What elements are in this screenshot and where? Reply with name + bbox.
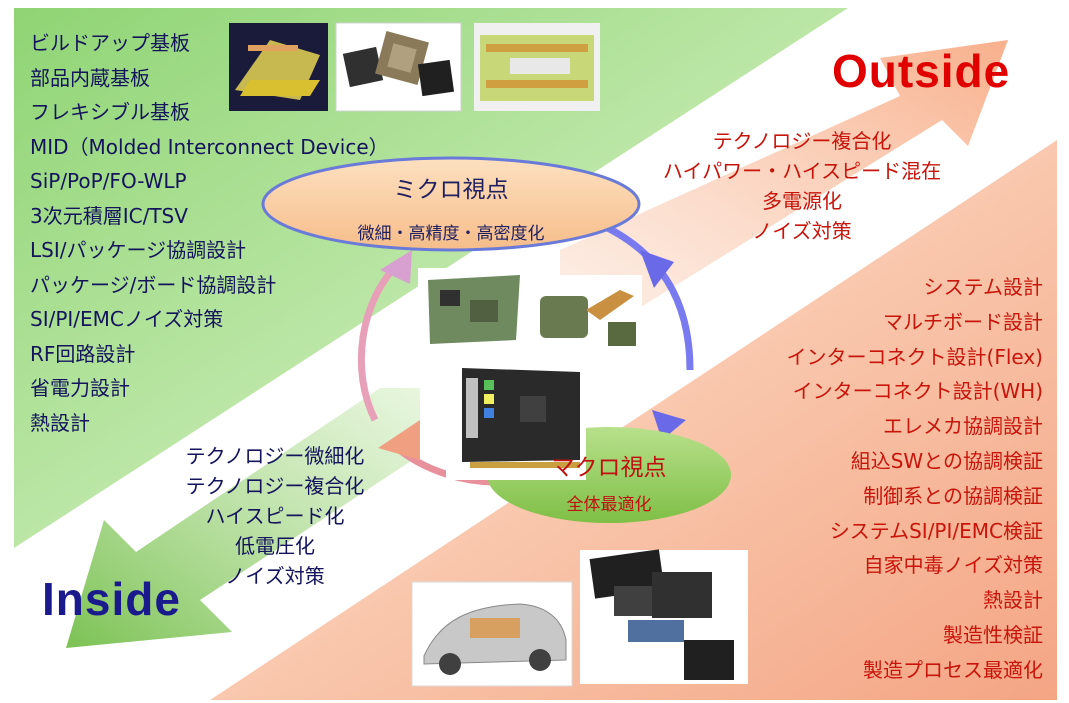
cycle-arrow-right <box>593 218 694 371</box>
outside-design-list: システム設計 マルチボード設計 インターコネクト設計(Flex) インターコネク… <box>787 270 1043 688</box>
inside-list-item: 熱設計 <box>30 410 90 435</box>
outside-trend-item: ハイパワー・ハイスピード混在 <box>662 159 942 183</box>
package-crosssection-photo <box>229 23 328 111</box>
car-cutaway-photo <box>411 581 573 687</box>
outside-list-item: インターコネクト設計(Flex) <box>786 344 1043 369</box>
micro-title: ミクロ視点 <box>393 177 509 203</box>
outside-list-item: 製造性検証 <box>943 622 1043 647</box>
inside-technology-list: ビルドアップ基板 部品内蔵基板 フレキシブル基板 MID（Molded Inte… <box>30 26 389 440</box>
cycle-arrowhead-down-right <box>640 250 674 288</box>
outside-trends: テクノロジー複合化 ハイパワー・ハイスピード混在 多電源化 ノイズ対策 <box>652 126 952 246</box>
inside-list-item: 3次元積層IC/TSV <box>30 203 188 228</box>
cycle-arrow-left <box>357 259 403 422</box>
inside-list-item: SiP/PoP/FO-WLP <box>30 169 187 193</box>
inside-list-item: 省電力設計 <box>30 376 130 400</box>
cycle-arrowhead-left <box>378 420 420 460</box>
inside-list-item: LSI/パッケージ協調設計 <box>30 238 247 262</box>
micro-subtitle: 微細・高精度・高密度化 <box>357 224 545 244</box>
inside-list-item: フレキシブル基板 <box>30 100 190 124</box>
bga-chips-photo <box>335 22 462 112</box>
outside-list-item: システム設計 <box>923 275 1043 299</box>
circuit-board-photo <box>418 268 525 350</box>
macro-title: マクロ視点 <box>551 455 667 481</box>
inside-list-item: SI/PI/EMCノイズ対策 <box>30 307 224 331</box>
outside-peach-band <box>210 140 1057 700</box>
inside-trend-item: テクノロジー微細化 <box>185 444 365 468</box>
inside-trend-item: テクノロジー複合化 <box>185 474 365 498</box>
sound-card-photo <box>446 358 586 480</box>
outside-list-item: 組込SWとの協調検証 <box>850 448 1043 473</box>
outside-list-item: 製造プロセス最適化 <box>863 657 1043 682</box>
outside-trend-item: ノイズ対策 <box>752 219 852 243</box>
inside-list-item: パッケージ/ボード協調設計 <box>30 272 277 297</box>
outside-list-item: システムSI/PI/EMC検証 <box>829 518 1043 543</box>
flex-board-photo <box>532 275 642 355</box>
cycle-arrowhead-up <box>380 250 412 284</box>
inside-trend-item: ノイズ対策 <box>225 564 325 588</box>
outside-label: Outside <box>832 45 1011 97</box>
phone-teardown-photo <box>580 549 748 684</box>
inside-label: Inside <box>42 573 181 625</box>
outside-list-item: インターコネクト設計(WH) <box>792 379 1043 404</box>
outside-list-item: 自家中毒ノイズ対策 <box>863 553 1043 578</box>
outside-list-item: 熱設計 <box>983 588 1043 613</box>
outside-list-item: エレメカ協調設計 <box>883 414 1043 439</box>
macro-subtitle: 全体最適化 <box>566 495 652 515</box>
inside-list-item: RF回路設計 <box>30 341 136 366</box>
outside-list-item: 制御系との協調検証 <box>863 483 1043 508</box>
inside-list-item: ビルドアップ基板 <box>30 31 190 55</box>
outside-list-item: マルチボード設計 <box>883 309 1043 334</box>
inside-arrow <box>66 388 420 648</box>
stacked-board-diagram <box>474 23 600 111</box>
outside-trend-item: テクノロジー複合化 <box>712 129 892 153</box>
inside-trend-item: ハイスピード化 <box>205 504 345 528</box>
inside-trend-item: 低電圧化 <box>235 534 315 558</box>
inside-list-item: MID（Molded Interconnect Device） <box>30 134 389 159</box>
micro-ellipse <box>261 156 641 252</box>
inside-trends: テクノロジー微細化 テクノロジー複合化 ハイスピード化 低電圧化 ノイズ対策 <box>150 441 400 591</box>
outside-trend-item: 多電源化 <box>762 189 842 213</box>
inside-list-item: 部品内蔵基板 <box>30 65 150 90</box>
outside-arrow <box>560 40 1008 320</box>
